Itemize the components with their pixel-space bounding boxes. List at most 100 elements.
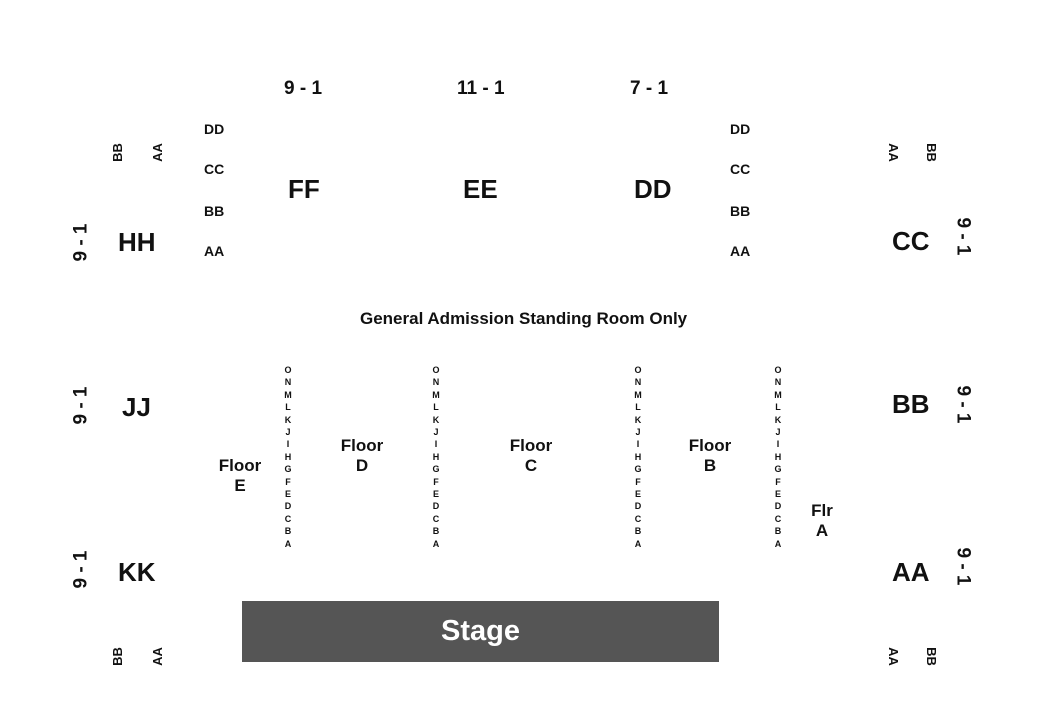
floor-row-letter: D bbox=[634, 501, 642, 512]
floor-row-letter: F bbox=[635, 476, 641, 487]
floor-row-letter: G bbox=[774, 464, 782, 475]
floor-d[interactable]: Floor D bbox=[334, 436, 390, 475]
right-box-row-cc: CC bbox=[730, 161, 751, 177]
floor-row-letter: J bbox=[775, 427, 781, 438]
general-admission-label[interactable]: General Admission Standing Room Only bbox=[360, 309, 688, 328]
floor-row-letter: O bbox=[284, 365, 292, 375]
bottom-left-row-aa: AA bbox=[149, 647, 165, 666]
floor-row-letter: K bbox=[774, 414, 782, 425]
section-aa[interactable]: AA bbox=[892, 557, 930, 587]
floor-row-letter: K bbox=[432, 414, 440, 425]
floor-row-letter: O bbox=[774, 365, 782, 375]
left-box-row-aa: AA bbox=[204, 243, 225, 259]
floor-a-letter: A bbox=[815, 520, 829, 540]
stage: Stage bbox=[242, 601, 719, 662]
floor-row-letter: C bbox=[774, 513, 782, 524]
section-dd[interactable]: DD bbox=[634, 174, 672, 204]
right-box-row-aa: AA bbox=[730, 243, 751, 259]
floor-a[interactable]: Flr A bbox=[802, 501, 842, 540]
floor-e[interactable]: Floor E bbox=[212, 456, 268, 495]
floor-row-letter: I bbox=[434, 439, 438, 450]
floor-c[interactable]: Floor C bbox=[503, 436, 559, 475]
floor-row-letter: B bbox=[634, 526, 642, 537]
floor-row-letter: O bbox=[432, 365, 440, 375]
floor-b-label: Floor bbox=[688, 436, 732, 455]
floor-row-letter: C bbox=[432, 513, 440, 524]
floor-row-letter: L bbox=[635, 402, 641, 413]
top-right-row-bb: BB bbox=[923, 143, 939, 162]
right-box-row-dd: DD bbox=[730, 121, 751, 137]
floor-row-letter: H bbox=[432, 451, 440, 462]
floor-row-letter: L bbox=[775, 402, 781, 413]
floor-b[interactable]: Floor B bbox=[682, 436, 738, 475]
bottom-right-row-aa: AA bbox=[885, 647, 901, 666]
floor-row-letter: M bbox=[634, 389, 642, 400]
floor-row-letter: C bbox=[284, 513, 292, 524]
floor-row-letter: L bbox=[433, 402, 439, 413]
floor-row-letter: M bbox=[774, 389, 782, 400]
section-aa-seat-range: 9 - 1 bbox=[952, 547, 974, 586]
section-bb[interactable]: BB bbox=[892, 389, 930, 419]
section-ff-seat-range: 9 - 1 bbox=[284, 78, 323, 99]
section-dd-seat-range: 7 - 1 bbox=[630, 78, 669, 99]
floor-row-letter: D bbox=[284, 501, 292, 512]
floor-row-letter: O bbox=[634, 365, 642, 375]
bottom-left-row-bb: BB bbox=[109, 647, 125, 666]
floor-row-letter: H bbox=[284, 451, 292, 462]
section-kk-seat-range: 9 - 1 bbox=[70, 550, 92, 589]
floor-row-letter: N bbox=[634, 377, 642, 388]
floor-row-letter: G bbox=[634, 464, 642, 475]
section-hh[interactable]: HH bbox=[118, 227, 156, 257]
section-jj[interactable]: JJ bbox=[122, 392, 151, 422]
floor-row-letter: E bbox=[774, 489, 781, 500]
top-left-row-aa: AA bbox=[149, 143, 165, 162]
floor-row-letter: A bbox=[774, 538, 782, 549]
left-box-row-cc: CC bbox=[204, 161, 225, 177]
floor-row-letter: N bbox=[284, 377, 292, 388]
floor-row-letter: D bbox=[774, 501, 782, 512]
floor-row-letter: J bbox=[285, 427, 291, 438]
floor-row-letter: B bbox=[284, 526, 292, 537]
floor-row-letter: B bbox=[432, 526, 440, 537]
floor-row-letter: D bbox=[432, 501, 440, 512]
top-left-row-bb: BB bbox=[109, 143, 125, 162]
floor-row-letter: M bbox=[432, 389, 440, 400]
floor-d-label: Floor bbox=[340, 436, 384, 455]
floor-d-letter: D bbox=[355, 455, 369, 475]
floor-row-letter: H bbox=[774, 451, 782, 462]
section-ff[interactable]: FF bbox=[288, 174, 320, 204]
section-kk[interactable]: KK bbox=[118, 557, 156, 587]
right-box-row-bb: BB bbox=[730, 203, 751, 219]
floor-row-letter: I bbox=[776, 439, 780, 450]
floor-row-letter: J bbox=[433, 427, 439, 438]
floor-row-letter: F bbox=[775, 476, 781, 487]
section-hh-seat-range: 9 - 1 bbox=[70, 223, 92, 262]
floor-e-letter: E bbox=[234, 475, 246, 495]
floor-row-letter: I bbox=[636, 439, 640, 450]
section-bb-seat-range: 9 - 1 bbox=[952, 385, 974, 424]
floor-row-letter: G bbox=[432, 464, 440, 475]
floor-row-letter: E bbox=[432, 489, 439, 500]
floor-row-letter: C bbox=[634, 513, 642, 524]
section-cc-seat-range: 9 - 1 bbox=[952, 217, 974, 256]
floor-row-letter: I bbox=[286, 439, 290, 450]
floor-row-letter: H bbox=[634, 451, 642, 462]
section-cc[interactable]: CC bbox=[892, 226, 930, 256]
floor-row-letter: A bbox=[432, 538, 440, 549]
floor-c-label: Floor bbox=[509, 436, 553, 455]
top-right-row-aa: AA bbox=[885, 143, 901, 162]
floor-row-letter: E bbox=[634, 489, 641, 500]
floor-row-letter: B bbox=[774, 526, 782, 537]
floor-row-letter: J bbox=[635, 427, 641, 438]
section-ee[interactable]: EE bbox=[463, 174, 498, 204]
floor-row-letter: A bbox=[284, 538, 292, 549]
section-jj-seat-range: 9 - 1 bbox=[70, 386, 92, 425]
floor-row-letter: N bbox=[774, 377, 782, 388]
floor-row-letter: M bbox=[284, 389, 292, 400]
bottom-right-row-bb: BB bbox=[923, 647, 939, 666]
floor-row-letter: E bbox=[284, 489, 291, 500]
